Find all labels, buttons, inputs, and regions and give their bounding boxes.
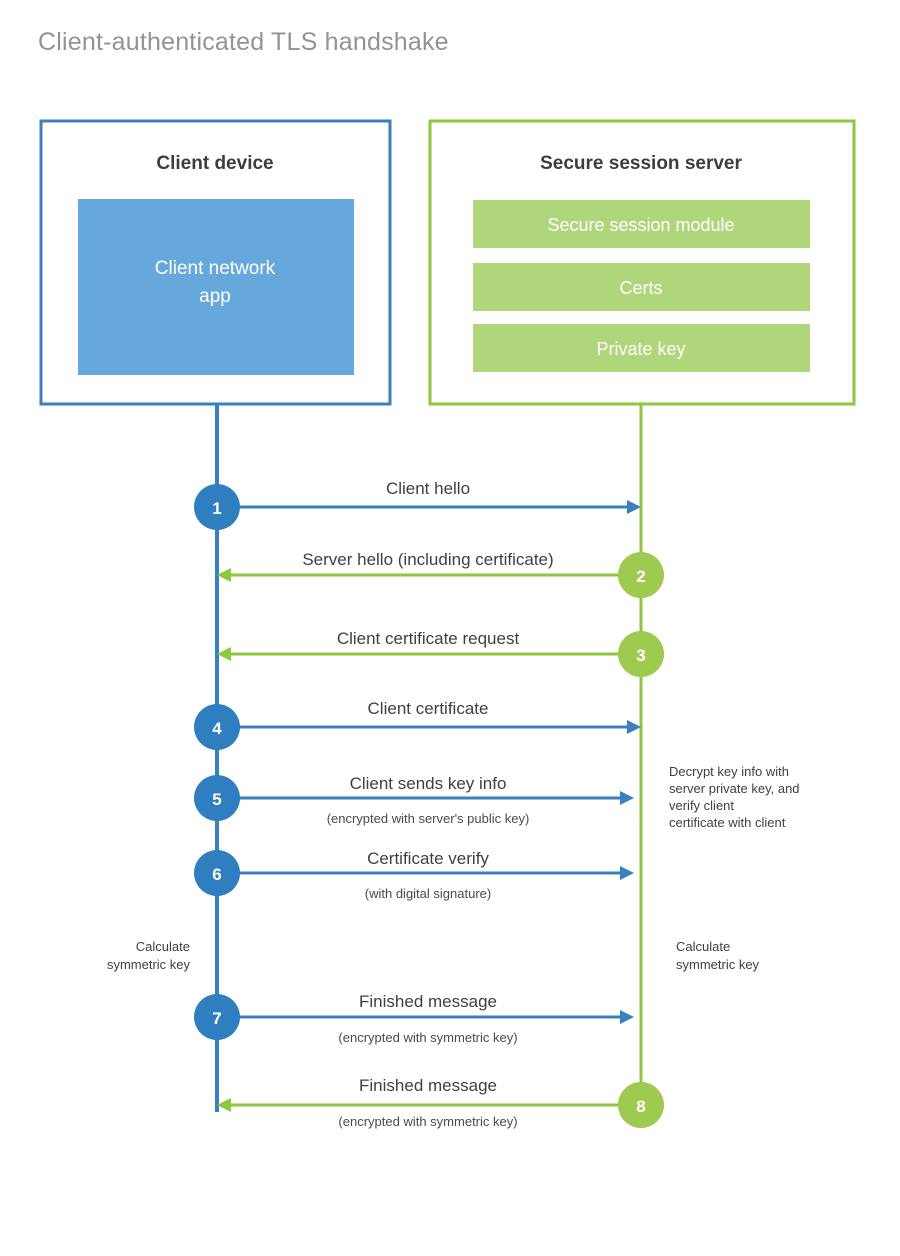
client-network-app-label-line1: Client network — [155, 258, 276, 279]
message-label: Server hello (including certificate) — [302, 550, 553, 569]
step-marker-circle — [618, 552, 664, 598]
step-marker-circle — [194, 775, 240, 821]
page-title: Client-authenticated TLS handshake — [38, 28, 449, 56]
arrowhead-left-icon — [217, 1098, 231, 1112]
arrowhead-left-icon — [217, 647, 231, 661]
message-label: Client hello — [386, 479, 470, 498]
step-number: 8 — [636, 1097, 645, 1116]
note-line: symmetric key — [676, 957, 760, 972]
note-line: Calculate — [676, 939, 730, 954]
arrowhead-right-icon — [620, 1010, 634, 1024]
server-bar-label: Certs — [619, 278, 662, 298]
server-panel: Secure session server Secure session mod… — [428, 119, 856, 406]
step-marker-circle — [194, 994, 240, 1040]
message-step-8: Finished message (encrypted with symmetr… — [217, 1076, 664, 1129]
server-bar-label: Secure session module — [547, 215, 734, 235]
client-device-title: Client device — [156, 153, 273, 174]
message-label: Client certificate request — [337, 629, 520, 648]
note-line: server private key, and — [669, 781, 800, 796]
client-device-panel: Client device Client network app — [39, 119, 392, 406]
message-step-1: Client hello 1 — [194, 479, 641, 530]
server-bar-0: Secure session module — [473, 200, 810, 248]
note-line: symmetric key — [107, 957, 191, 972]
server-bar-1: Certs — [473, 263, 810, 311]
message-step-6: Certificate verify (with digital signatu… — [194, 849, 634, 901]
step-marker-circle — [618, 1082, 664, 1128]
arrowhead-right-icon — [620, 866, 634, 880]
step-marker-circle — [194, 850, 240, 896]
step-number: 1 — [212, 499, 221, 518]
message-sublabel: (encrypted with symmetric key) — [338, 1114, 517, 1129]
step-marker-circle — [194, 704, 240, 750]
arrowhead-right-icon — [620, 791, 634, 805]
server-bar-rect — [473, 263, 810, 311]
message-label: Client sends key info — [350, 774, 507, 793]
server-bar-rect — [473, 324, 810, 372]
message-step-4: Client certificate 4 — [194, 699, 641, 750]
step-number: 5 — [212, 790, 221, 809]
note-line: certificate with client — [669, 815, 786, 830]
server-bar-rect — [473, 200, 810, 248]
note-line: verify client — [669, 798, 734, 813]
step-marker-circle — [194, 484, 240, 530]
arrowhead-right-icon — [627, 500, 641, 514]
step-number: 3 — [636, 646, 645, 665]
message-sublabel: (with digital signature) — [365, 886, 491, 901]
arrowhead-right-icon — [627, 720, 641, 734]
step-number: 6 — [212, 865, 221, 884]
server-bar-label: Private key — [596, 339, 685, 359]
step-marker-circle — [618, 631, 664, 677]
server-title: Secure session server — [540, 153, 742, 174]
message-step-3: Client certificate request 3 — [217, 629, 664, 677]
message-label: Finished message — [359, 992, 497, 1011]
server-decrypt-note: Decrypt key info with server private key… — [669, 764, 800, 830]
message-step-2: Server hello (including certificate) 2 — [217, 550, 664, 598]
step-number: 4 — [212, 719, 222, 738]
note-line: Calculate — [136, 939, 190, 954]
message-step-5: Client sends key info (encrypted with se… — [194, 774, 634, 826]
client-calculate-symmetric-key-note: Calculate symmetric key — [107, 939, 191, 972]
message-label: Finished message — [359, 1076, 497, 1095]
message-sublabel: (encrypted with server's public key) — [327, 811, 530, 826]
arrowhead-left-icon — [217, 568, 231, 582]
client-network-app-label-line2: app — [199, 286, 231, 307]
client-network-app-box — [78, 199, 354, 375]
server-bar-2: Private key — [473, 324, 810, 372]
message-label: Certificate verify — [367, 849, 489, 868]
server-calculate-symmetric-key-note: Calculate symmetric key — [676, 939, 760, 972]
message-sublabel: (encrypted with symmetric key) — [338, 1030, 517, 1045]
note-line: Decrypt key info with — [669, 764, 789, 779]
step-number: 7 — [212, 1009, 221, 1028]
message-label: Client certificate — [368, 699, 489, 718]
message-step-7: Finished message (encrypted with symmetr… — [194, 992, 634, 1045]
step-number: 2 — [636, 567, 645, 586]
